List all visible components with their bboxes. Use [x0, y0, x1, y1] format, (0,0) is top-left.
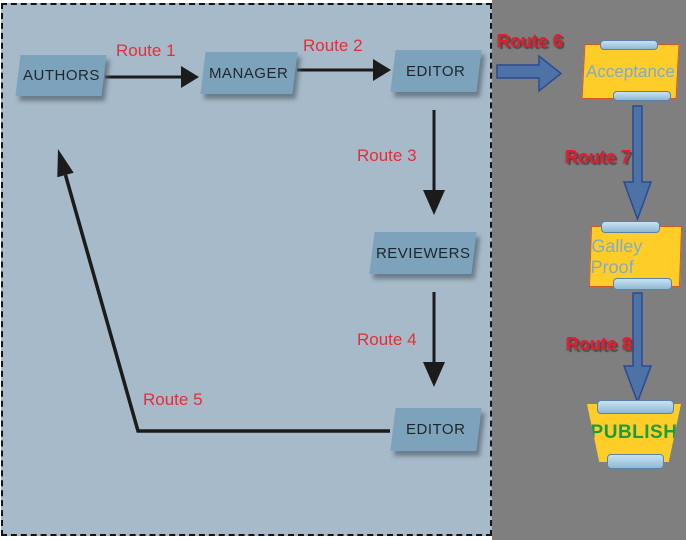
node-reviewers: REVIEWERS — [369, 232, 477, 274]
route7-label: Route 7 — [565, 147, 632, 167]
node-editor-top-label: EDITOR — [406, 62, 466, 80]
node-editor-bottom-label: EDITOR — [406, 421, 466, 438]
stage-publish-label: PUBLISH — [590, 422, 678, 443]
route3-label: Route 3 — [357, 146, 417, 165]
node-reviewers-label: REVIEWERS — [375, 244, 471, 262]
acceptance-top-bar — [600, 40, 658, 50]
node-authors-label: AUTHORS — [22, 67, 100, 84]
publish-bottom-bar — [607, 454, 664, 469]
node-editor-top: EDITOR — [390, 50, 482, 92]
stage-acceptance-label: Acceptance — [585, 61, 676, 81]
route6-label: Route 6 — [497, 31, 564, 51]
route5-label: Route 5 — [143, 390, 203, 409]
route4-label: Route 4 — [357, 330, 417, 349]
route2-label: Route 2 — [303, 36, 363, 55]
galley-proof-top-bar — [601, 221, 660, 233]
node-manager-label: MANAGER — [209, 64, 289, 82]
acceptance-bottom-bar — [613, 91, 671, 101]
node-authors: AUTHORS — [15, 55, 107, 96]
node-editor-bottom: EDITOR — [390, 408, 482, 451]
galley-proof-bottom-bar — [613, 278, 672, 290]
node-manager: MANAGER — [200, 52, 298, 94]
publish-top-bar — [597, 400, 674, 414]
route8-label: Route 8 — [566, 334, 633, 354]
stage-galley-proof-label: Galley Proof — [590, 235, 643, 277]
route1-label: Route 1 — [116, 41, 176, 60]
